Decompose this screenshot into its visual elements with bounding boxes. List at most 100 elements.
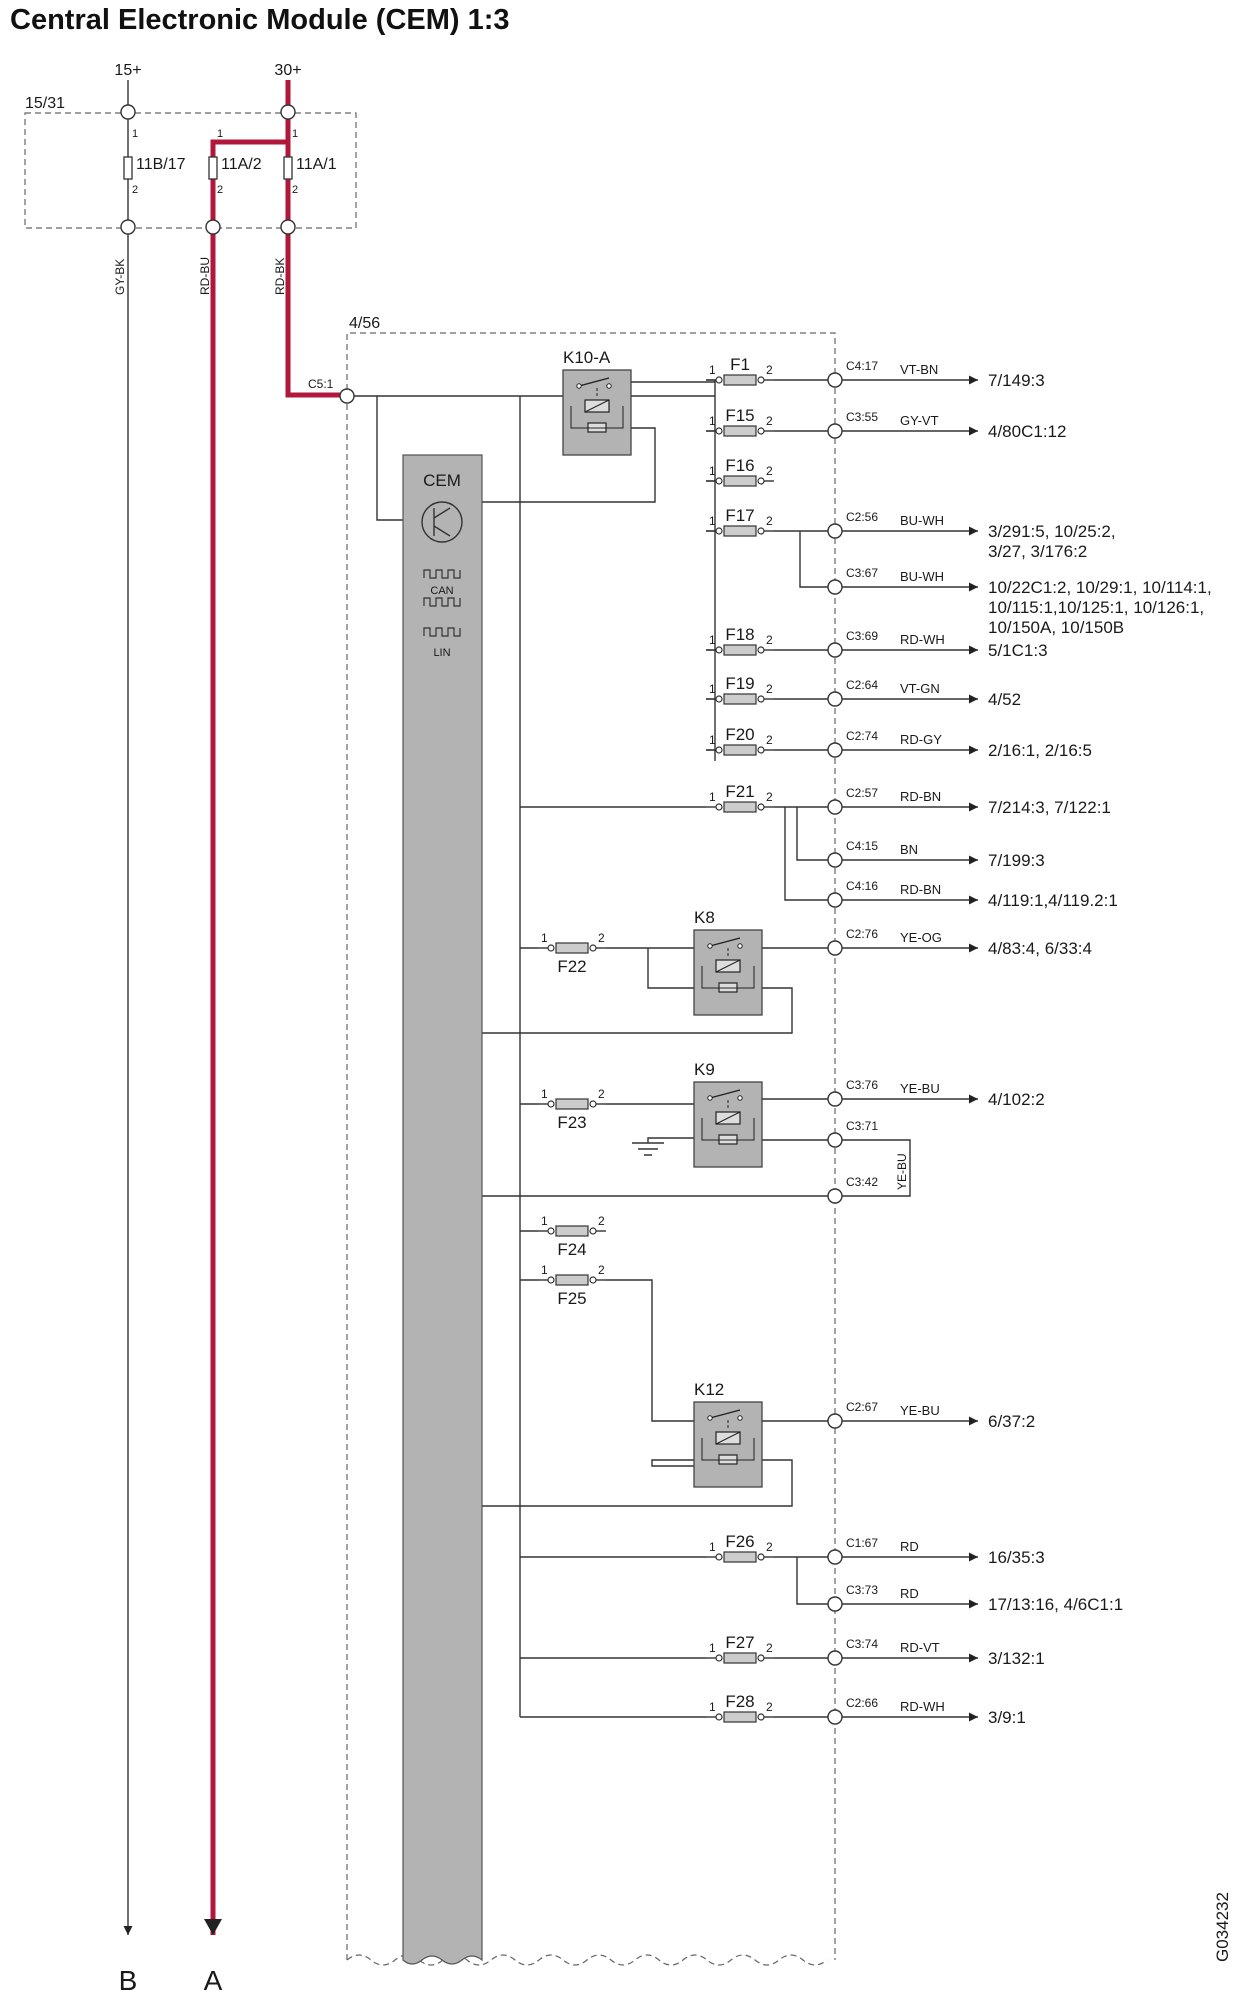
destination-label: 7/149:3: [988, 371, 1045, 390]
fuse-label: F26: [725, 1532, 754, 1551]
pin-label: 2: [766, 633, 773, 647]
fuse-pin: [589, 1227, 597, 1235]
pin-label: C2:76: [846, 927, 878, 941]
lin-label: LIN: [433, 647, 450, 659]
wire-branch: [796, 807, 828, 861]
pin-label: 1: [709, 682, 716, 696]
fuse-pin: [715, 695, 723, 703]
pin-label: 2: [217, 184, 223, 196]
output-label-a: A: [204, 1965, 223, 1996]
pin-label: C2:66: [846, 1696, 878, 1710]
fuse-symbol: [283, 156, 293, 180]
fuse-pin: [715, 803, 723, 811]
cem-input-terminal: [339, 388, 355, 404]
fuse-box-terminal: [205, 219, 221, 235]
pin-label: 1: [132, 128, 138, 140]
destination-label: 3/9:1: [988, 1708, 1026, 1727]
fuse-symbol: [723, 1551, 757, 1563]
output-terminal: [827, 423, 843, 439]
pin-label: 2: [292, 184, 298, 196]
fuse-symbol: [723, 744, 757, 756]
fuse-pin: [715, 527, 723, 535]
fuse-label: 11A/1: [296, 156, 337, 173]
relay-coil-icon: [715, 1111, 741, 1125]
destination-label: 6/37:2: [988, 1412, 1035, 1431]
output-terminal: [827, 1132, 843, 1148]
wire-color-label: RD-GY: [900, 732, 942, 747]
pin-label: 2: [766, 414, 773, 428]
relay-frame-wire: [701, 966, 755, 989]
pin-label: 1: [709, 514, 716, 528]
fuse-symbol: [723, 374, 757, 386]
fuse-label: F16: [725, 456, 754, 475]
relay-switch-icon: [578, 377, 610, 387]
pin-label: 2: [598, 1214, 605, 1228]
fuse-pin: [757, 695, 765, 703]
module-outline: [346, 332, 836, 1960]
destination-label: 4/119:1,4/119.2:1: [988, 891, 1118, 910]
output-terminal: [827, 799, 843, 815]
fuse-pin: [757, 527, 765, 535]
relay-coil-icon: [715, 1431, 741, 1445]
fuse-symbol: [723, 525, 757, 537]
output-terminal: [827, 1709, 843, 1725]
wire-rd-bu: [210, 112, 291, 1935]
fuse-label: F25: [557, 1289, 586, 1308]
relay-frame-wire: [701, 1438, 755, 1461]
output-terminal: [827, 1549, 843, 1565]
fuse-label: F24: [557, 1240, 586, 1259]
destination-label: 17/13:16, 4/6C1:1: [988, 1595, 1123, 1614]
pin-label: C3:42: [846, 1175, 878, 1189]
fuse-symbol: [555, 1225, 589, 1237]
module-box-label: 4/56: [349, 315, 380, 332]
pin-label: 1: [292, 128, 298, 140]
ground-icon: [632, 1142, 664, 1156]
pin-label: 1: [709, 1540, 716, 1554]
relay-frame-wire: [701, 1118, 755, 1141]
relay-label: K9: [694, 1060, 715, 1079]
pin-label: 1: [709, 633, 716, 647]
wire-rd-bk: [285, 142, 347, 398]
destination-label: 10/150A, 10/150B: [988, 618, 1124, 637]
fuse-pin: [715, 1713, 723, 1721]
terminal-15: [120, 104, 136, 120]
fuse-symbol: [123, 156, 133, 180]
pin-label: 2: [132, 184, 138, 196]
terminal-30-label: 30+: [274, 62, 301, 79]
fuse-symbol: [723, 644, 757, 656]
output-terminal: [827, 691, 843, 707]
fuse-label: F17: [725, 506, 754, 525]
fuse-label: F22: [557, 957, 586, 976]
fuse-pin: [715, 1553, 723, 1561]
pin-label: C2:64: [846, 678, 878, 692]
wire-k8-control: [482, 987, 793, 1034]
output-terminal: [827, 940, 843, 956]
output-terminal: [827, 892, 843, 908]
wire-color-label: RD-WH: [900, 632, 945, 647]
fuse-pin: [715, 477, 723, 485]
pin-label: C3:71: [846, 1119, 878, 1133]
pin-label: 1: [709, 464, 716, 478]
cem-label: CEM: [423, 471, 461, 490]
relay-label: K10-A: [563, 348, 611, 367]
wire-branch: [796, 1557, 828, 1605]
fuse-label: F20: [725, 725, 754, 744]
fuse-pin: [757, 746, 765, 754]
wire-color-label: VT-BN: [900, 362, 938, 377]
pin-label: 1: [541, 931, 548, 945]
pin-label: C3:67: [846, 566, 878, 580]
pin-label: C3:74: [846, 1637, 878, 1651]
destination-label: 7/199:3: [988, 851, 1045, 870]
destination-label: 3/291:5, 10/25:2,: [988, 522, 1116, 541]
output-label-b: B: [119, 1965, 138, 1996]
wire-color-label: YE-OG: [900, 930, 942, 945]
fuse-pin: [757, 803, 765, 811]
pin-label: C2:56: [846, 510, 878, 524]
pin-label: 1: [709, 1641, 716, 1655]
pin-label: 2: [766, 790, 773, 804]
relay-coil-icon: [584, 399, 610, 413]
fuse-symbol: [555, 942, 589, 954]
wire-color-label: RD-BK: [273, 258, 287, 295]
pin-label: C4:17: [846, 359, 878, 373]
